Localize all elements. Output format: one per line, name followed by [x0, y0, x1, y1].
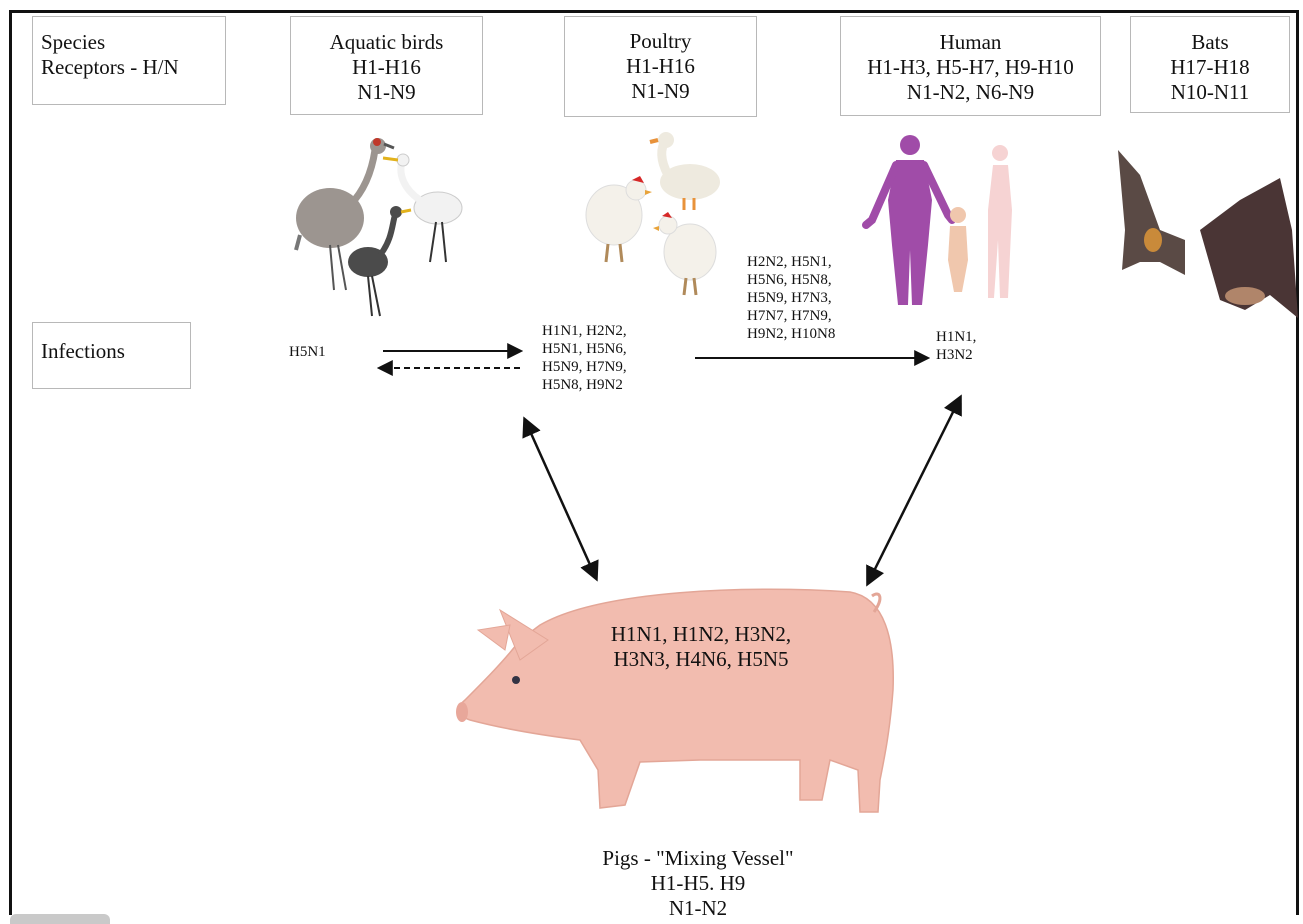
pig-h: H1-H5. H9 [548, 871, 848, 896]
pig-n: N1-N2 [548, 896, 848, 921]
pig-title: Pigs - "Mixing Vessel" [548, 846, 848, 871]
pig-label: Pigs - "Mixing Vessel" H1-H5. H9 N1-N2 [548, 846, 848, 921]
pig-infections: H1N1, H1N2, H3N2, H3N3, H4N6, H5N5 [570, 622, 832, 672]
aquatic-birds-icon [296, 138, 462, 316]
human-icon [866, 135, 1012, 305]
pig-infections-line1: H1N1, H1N2, H3N2, [570, 622, 832, 647]
poultry-icon [586, 132, 720, 295]
pig-infections-line2: H3N3, H4N6, H5N5 [570, 647, 832, 672]
bat-icon [1118, 150, 1298, 318]
arrow-poultry-pig [525, 420, 596, 578]
arrow-human-pig [868, 398, 960, 583]
